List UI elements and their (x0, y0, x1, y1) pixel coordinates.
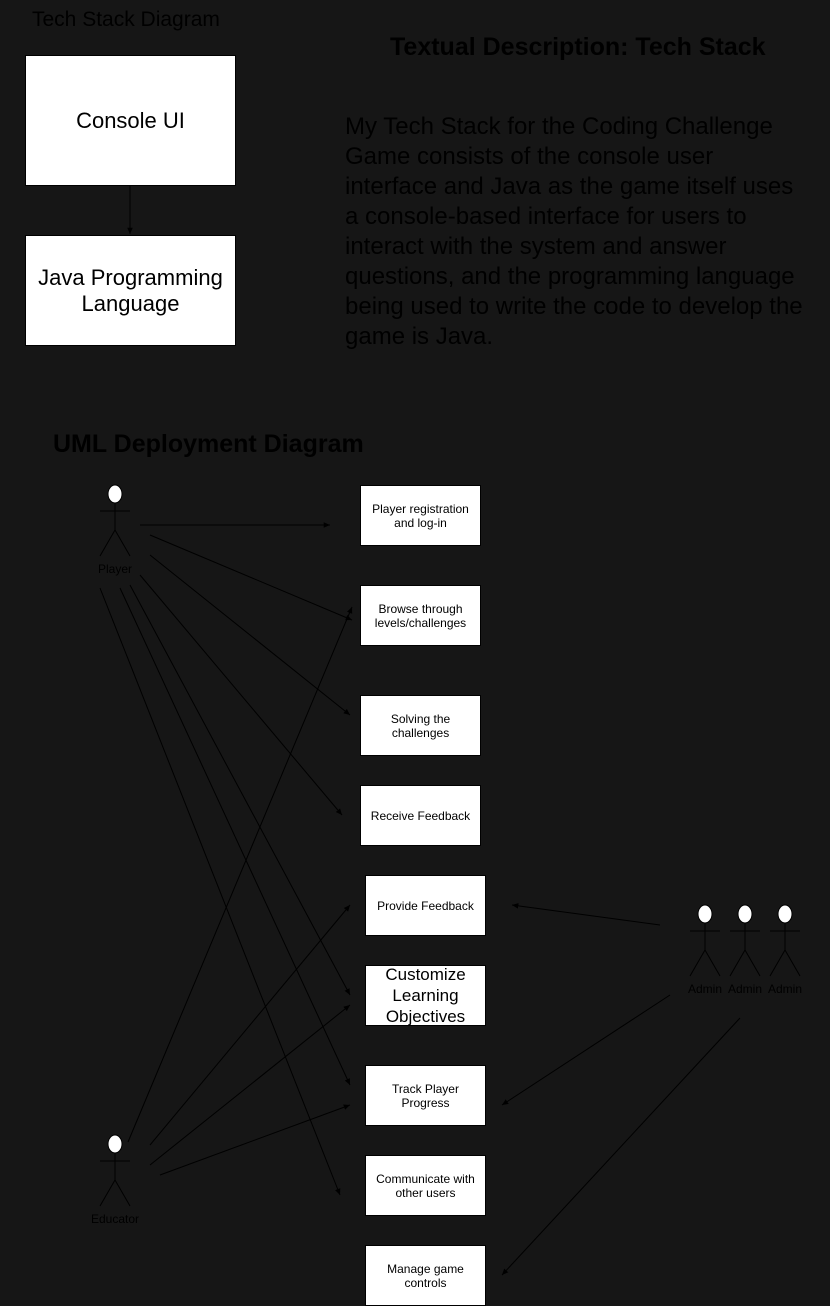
educator-to-provide-feedback (149, 904, 351, 1146)
use-case-communicate: Communicate with other users (365, 1155, 486, 1216)
educator-to-customize (149, 1004, 351, 1166)
player-to-receive-feedback (139, 574, 343, 816)
educator-actor-icon (99, 1134, 131, 1207)
use-case-receive-feedback: Receive Feedback (360, 785, 481, 846)
uml-title: UML Deployment Diagram (53, 430, 364, 458)
description-line: interact with the system and answer (345, 233, 727, 260)
description-line: questions, and the programming language (345, 263, 795, 290)
educator-to-track (159, 1104, 351, 1176)
use-case-manage-controls: Manage game controls (365, 1245, 486, 1306)
use-case-track-progress: Track Player Progress (365, 1065, 486, 1126)
admin-actor-icon (769, 904, 801, 977)
player-to-browse (149, 534, 353, 621)
textual-description-body: My Tech Stack for the Coding Challenge G… (345, 112, 830, 352)
player-to-communicate (99, 587, 341, 1196)
textual-description-title: Textual Description: Tech Stack (390, 33, 766, 61)
player-to-solving (149, 554, 351, 716)
console-ui-box: Console UI (25, 55, 236, 186)
java-language-box: Java Programming Language (25, 235, 236, 346)
description-line: a console-based interface for users to (345, 203, 747, 230)
description-line: Game consists of the console user (345, 143, 714, 170)
description-line: game is Java. (345, 323, 494, 350)
admin-label: Admin (687, 982, 722, 996)
educator-label: Educator (90, 1212, 140, 1226)
player-to-track (119, 587, 351, 1086)
use-case-solving: Solving the challenges (360, 695, 481, 756)
educator-to-browse (127, 606, 353, 1143)
use-case-browse: Browse through levels/challenges (360, 585, 481, 646)
admin-label: Admin (767, 982, 802, 996)
description-line: interface and Java as the game itself us… (345, 173, 794, 200)
player-label: Player (97, 562, 132, 576)
admin-to-track (501, 994, 671, 1106)
admin-to-manage (501, 1017, 741, 1276)
use-case-registration: Player registration and log-in (360, 485, 481, 546)
use-case-customize: Customize Learning Objectives (365, 965, 486, 1026)
admin-to-provide-feedback (511, 903, 661, 926)
player-actor-icon (99, 484, 131, 557)
use-case-provide-feedback: Provide Feedback (365, 875, 486, 936)
admin-actor-icon (689, 904, 721, 977)
admin-actor-icon (729, 904, 761, 977)
player-to-customize (129, 584, 351, 996)
admin-label: Admin (727, 982, 762, 996)
tech-stack-title: Tech Stack Diagram (32, 8, 220, 31)
description-line: My Tech Stack for the Coding Challenge (345, 113, 773, 140)
description-line: being used to write the code to develop … (345, 293, 803, 320)
